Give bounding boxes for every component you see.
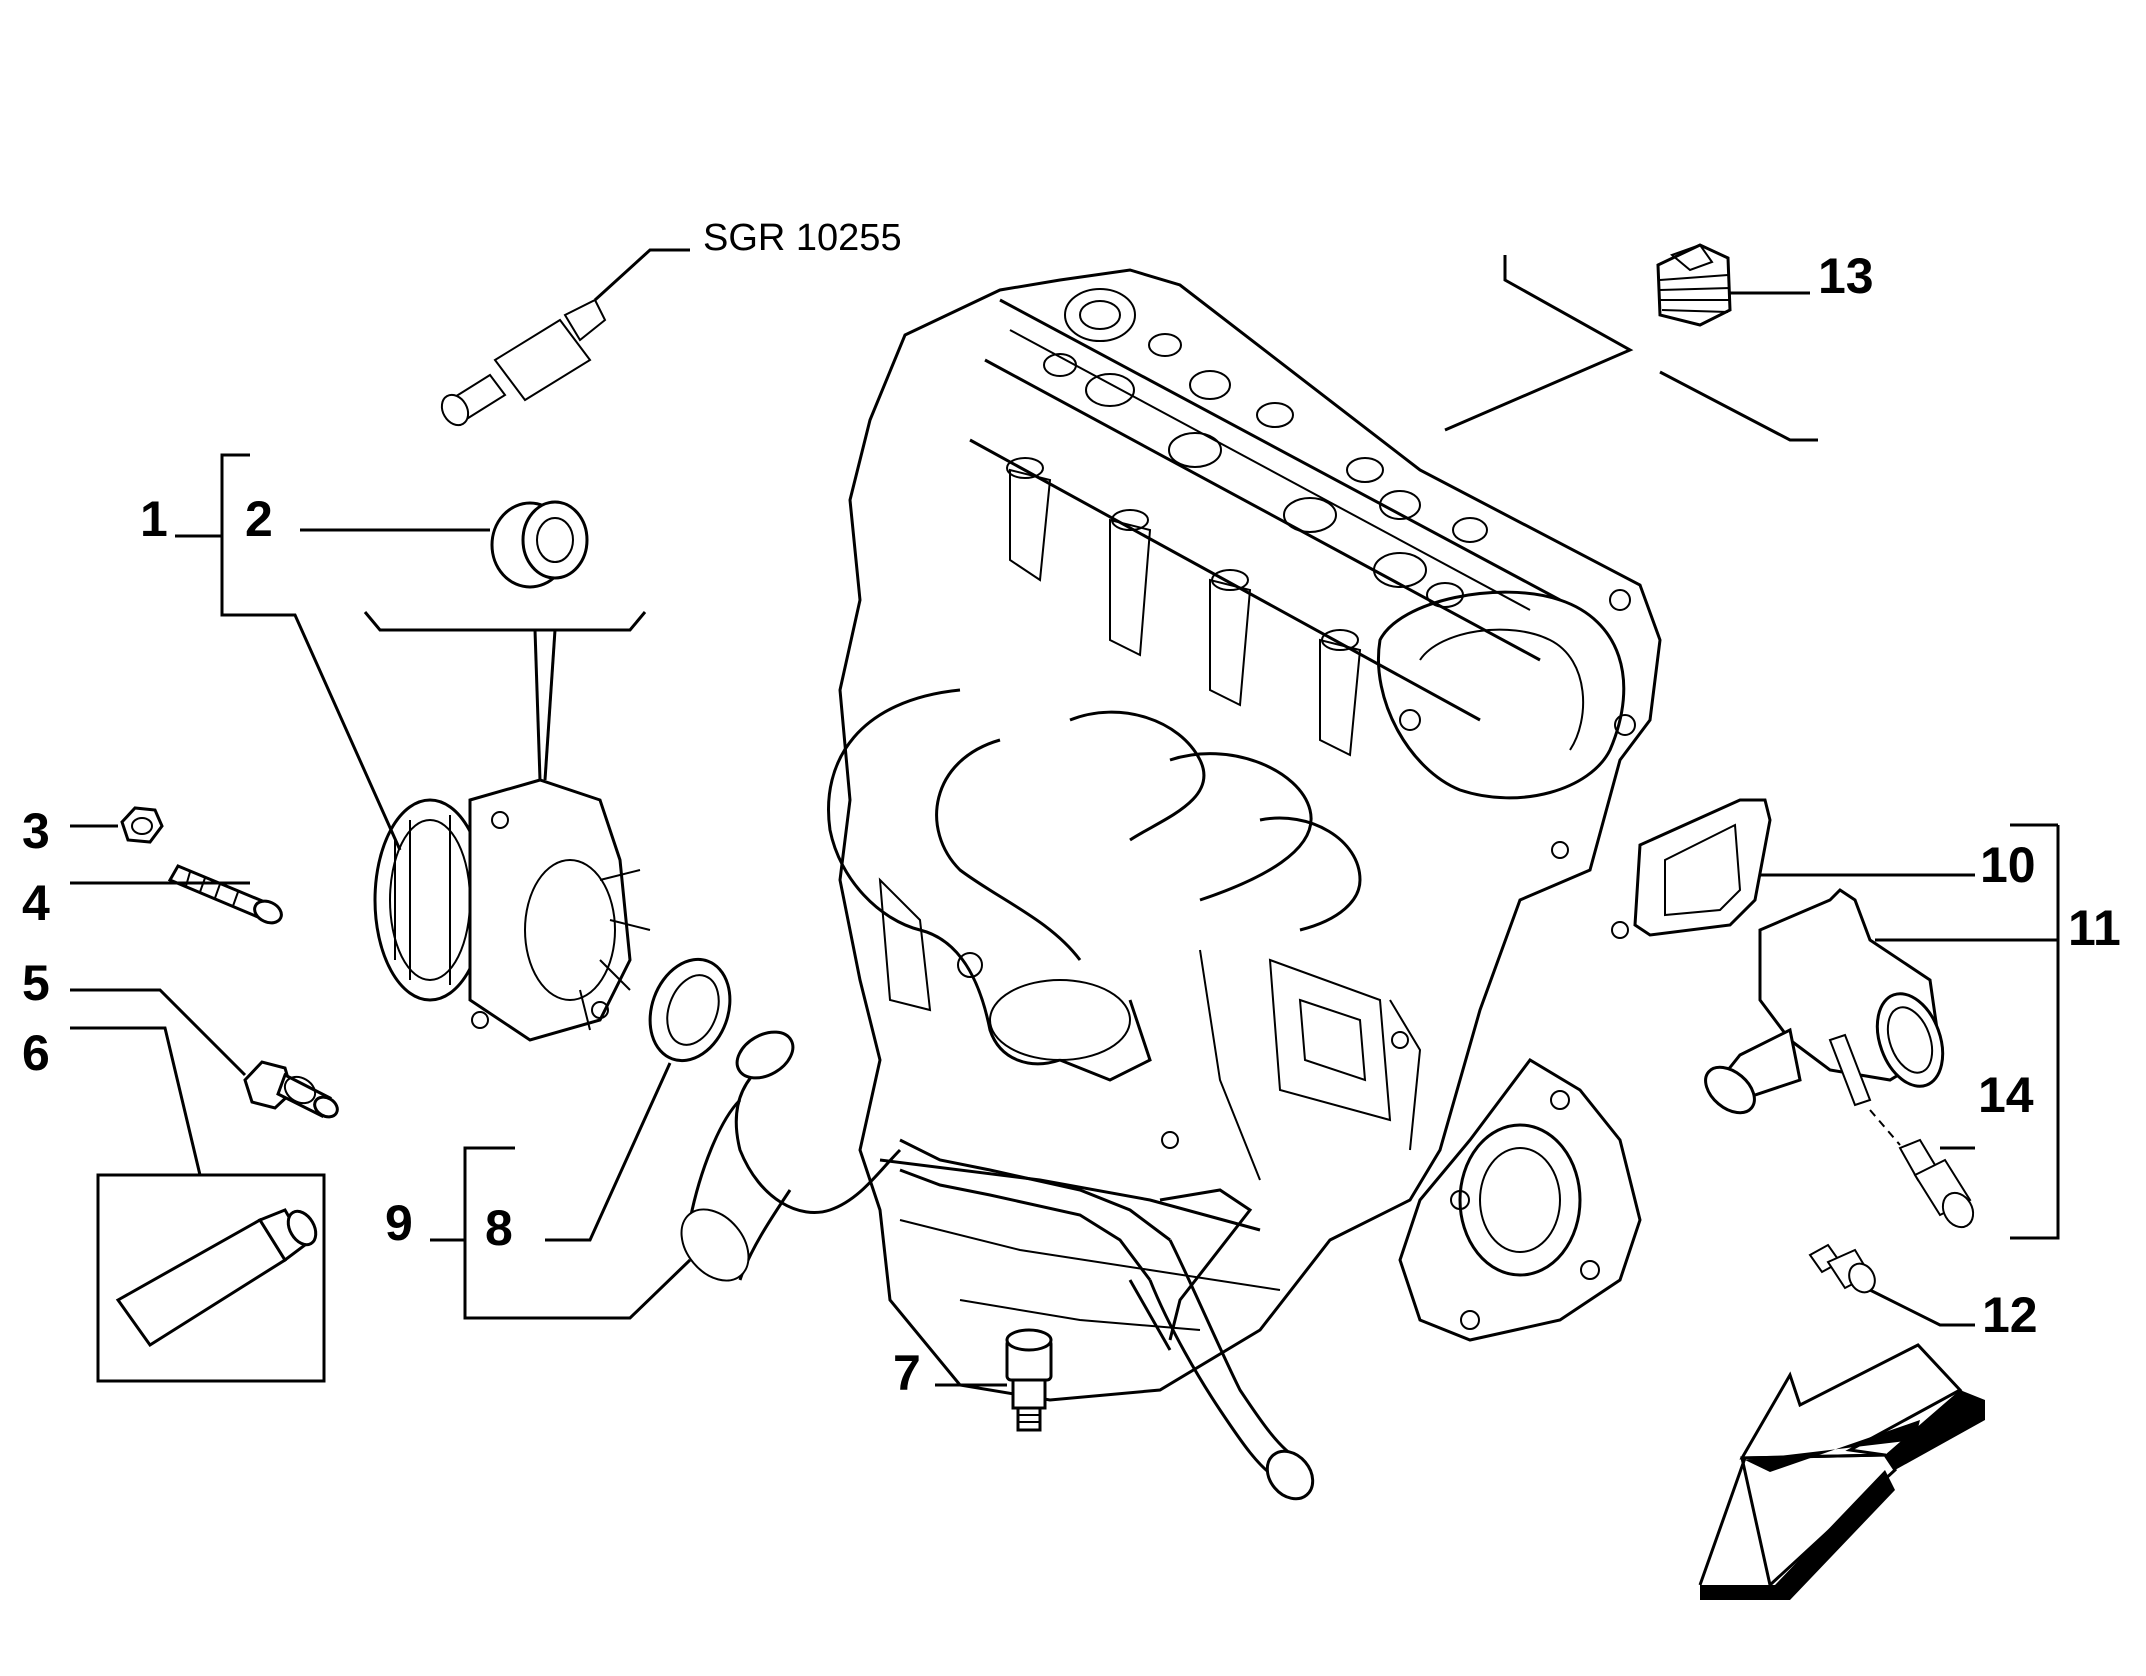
callout-10: 10: [1980, 837, 2036, 893]
callout-13: 13: [1818, 248, 1874, 304]
callout-9: 9: [385, 1195, 413, 1251]
part-7-drain-plug: [1005, 1328, 1053, 1432]
part-14-temperature-sensor: [1869, 1109, 1975, 1229]
part-3-nut: [120, 806, 164, 844]
part-1-water-pump: [373, 778, 651, 1042]
timing-cover: [1398, 1058, 1642, 1342]
part-13-threaded-plug: [1656, 243, 1732, 327]
callout-12: 12: [1982, 1287, 2038, 1343]
callout-2: 2: [245, 491, 273, 547]
part-5-bolt: [243, 1060, 339, 1119]
part-10-gasket: [1633, 798, 1772, 937]
callout-11: 11: [2068, 900, 2121, 956]
callout-8: 8: [485, 1200, 513, 1256]
callout-7: 7: [893, 1345, 921, 1401]
callout-14: 14: [1978, 1067, 2034, 1123]
engine-block-illustration: [827, 268, 1662, 1402]
leader-lines: [70, 248, 2060, 1387]
cylinder-head-ports: [1043, 288, 1488, 608]
sgr-10255-sensor: [440, 298, 607, 427]
part-8-o-ring: [648, 957, 732, 1063]
part-11-thermostat-housing: [1704, 888, 1945, 1115]
part-12-sensor: [1808, 1243, 1876, 1294]
part-4-stud: [167, 864, 283, 925]
coolant-pipe: [680, 1030, 1315, 1501]
callout-6: 6: [22, 1025, 50, 1081]
exhaust-manifold: [827, 688, 1362, 1082]
callout-1: 1: [140, 491, 168, 547]
head-end-cover: [1377, 589, 1636, 800]
spark-plug-towers: [1006, 457, 1362, 757]
callout-5: 5: [22, 955, 50, 1011]
callout-3: 3: [22, 803, 50, 859]
callout-4: 4: [22, 875, 50, 931]
direction-arrow: [1698, 1343, 1985, 1600]
part-6-sealant-tube: [96, 1173, 326, 1383]
reference-code-label: SGR 10255: [703, 217, 902, 259]
part-2-plug: [490, 500, 589, 589]
